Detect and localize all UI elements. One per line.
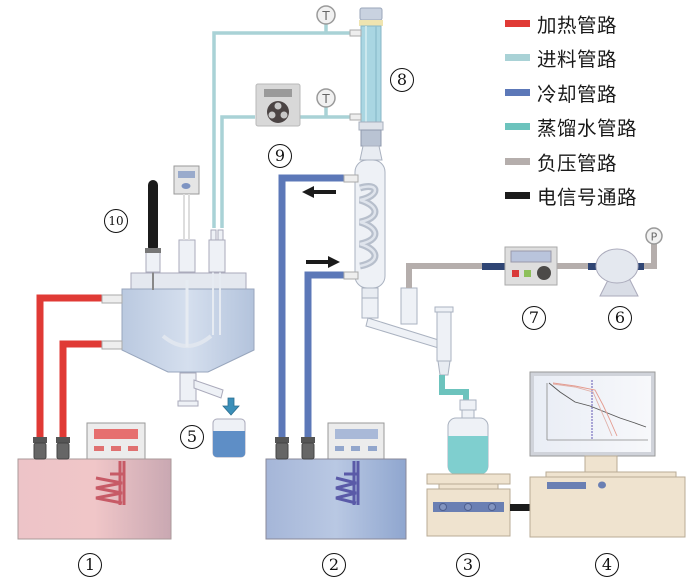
pressure-gauge: P (645, 227, 663, 245)
temperature-gauge-top: T (316, 5, 336, 25)
vacuum-connector (482, 263, 506, 270)
legend-item-heating: 加热管路 (505, 6, 637, 41)
collection-bottle (447, 399, 489, 475)
legend-item-distilled-water: 蒸馏水管路 (505, 110, 637, 145)
stirrer-probe (145, 180, 161, 253)
legend-swatch (505, 88, 530, 96)
vacuum-pump (595, 248, 639, 297)
signal-cable (510, 504, 530, 511)
cooling-circulator (265, 422, 407, 540)
label-4: 4 (595, 551, 619, 577)
monitor-chart (546, 380, 648, 441)
peristaltic-pump (255, 83, 301, 127)
label-6: 6 (608, 304, 632, 330)
vacuum-controller (504, 246, 558, 286)
reactor-vessel (101, 229, 255, 407)
feed-line-top (212, 31, 352, 228)
pressure-gauge-label: P (651, 231, 658, 244)
heating-bath (17, 422, 172, 540)
vacuum-connector (588, 263, 598, 270)
arrow-right-icon (306, 256, 340, 268)
distillation-adapter (361, 287, 454, 376)
label-2: 2 (322, 551, 346, 577)
cooling-line-top (278, 174, 345, 438)
legend-item-feed: 进料管路 (505, 41, 637, 76)
legend-item-vacuum: 负压管路 (505, 144, 637, 179)
temperature-gauge-label: T (321, 9, 330, 23)
heating-lines (36, 294, 103, 438)
heating-line-inlet (36, 294, 103, 438)
column-condenser (349, 7, 384, 147)
feed-line-pump-in (220, 115, 255, 228)
vacuum-line-1 (406, 263, 482, 288)
legend-label: 加热管路 (537, 13, 618, 37)
label-8: 8 (390, 66, 414, 92)
legend-swatch (505, 123, 530, 131)
flow-arrows (302, 186, 340, 268)
distilled-water-line (439, 375, 469, 402)
vacuum-lines (406, 244, 657, 288)
legend-swatch (505, 19, 530, 27)
legend-label: 冷却管路 (537, 82, 618, 106)
legend-item-cooling: 冷却管路 (505, 75, 637, 110)
legend-label: 蒸馏水管路 (537, 117, 638, 141)
legend-label: 负压管路 (537, 151, 618, 175)
label-7: 7 (522, 304, 546, 330)
arrow-left-icon (302, 186, 336, 198)
cooling-lines (278, 174, 345, 438)
label-5: 5 (180, 423, 204, 449)
legend-swatch (505, 157, 530, 165)
vacuum-line-3 (640, 244, 657, 269)
computer (529, 371, 686, 538)
temperature-gauge-bottom: T (316, 88, 336, 108)
beaker (212, 397, 246, 458)
label-3: 3 (456, 551, 480, 577)
temperature-gauge-label: T (321, 92, 330, 106)
feed-lines (212, 22, 352, 228)
legend-swatch (505, 54, 530, 62)
label-1: 1 (78, 551, 102, 577)
coil-condenser (343, 145, 386, 299)
label-10: 10 (104, 206, 128, 233)
label-9: 9 (268, 142, 292, 168)
temperature-sensor (173, 165, 200, 240)
magnetic-stirrer (426, 473, 511, 537)
legend-label: 进料管路 (537, 48, 618, 72)
legend-label: 电信号通路 (537, 186, 638, 210)
legend-swatch (505, 192, 530, 200)
vacuum-connector (636, 263, 644, 270)
cooling-line-bottom (304, 271, 345, 438)
legend: 加热管路 进料管路 冷却管路 蒸馏水管路 负压管路 电信号通路 (505, 6, 637, 213)
arrow-down-icon (222, 397, 240, 416)
heating-line-outlet (59, 340, 103, 438)
legend-item-signal: 电信号通路 (505, 179, 637, 214)
